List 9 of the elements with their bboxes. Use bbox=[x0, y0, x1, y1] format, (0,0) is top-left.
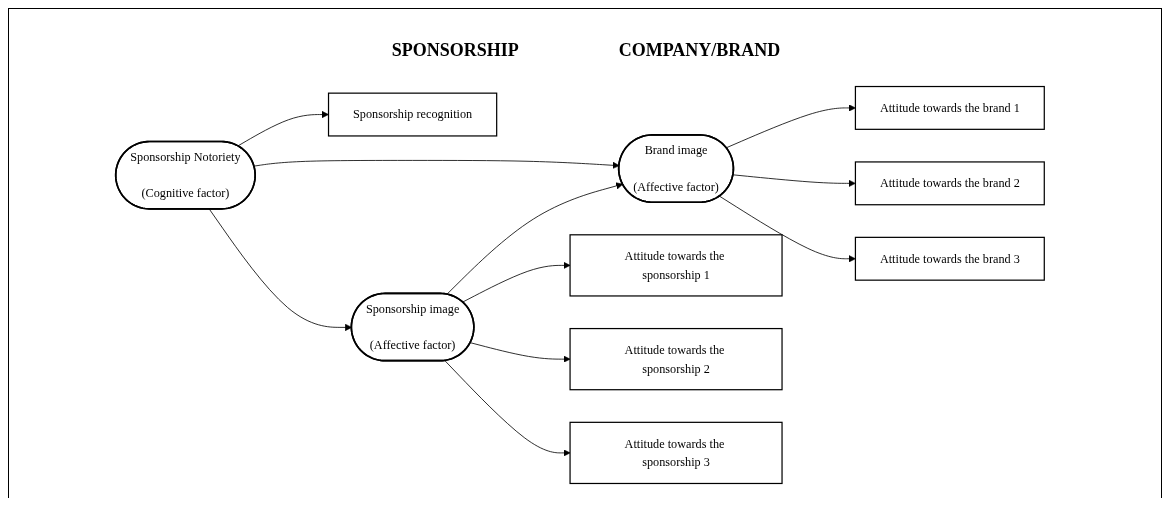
node-box: Attitude towards the brand 3 bbox=[854, 236, 1045, 281]
column-heading: SPONSORSHIP bbox=[391, 40, 519, 60]
node-box: Attitude towards the sponsorship 3 bbox=[569, 421, 783, 485]
node-box: Attitude towards the brand 2 bbox=[854, 161, 1045, 206]
node-box: Sponsorship recognition bbox=[327, 92, 498, 137]
node-box: Attitude towards the sponsorship 2 bbox=[569, 327, 783, 391]
node-box: Attitude towards the sponsorship 1 bbox=[569, 234, 783, 297]
node-box: Attitude towards the brand 1 bbox=[854, 85, 1045, 130]
column-heading: COMPANY/BRAND bbox=[618, 40, 781, 60]
